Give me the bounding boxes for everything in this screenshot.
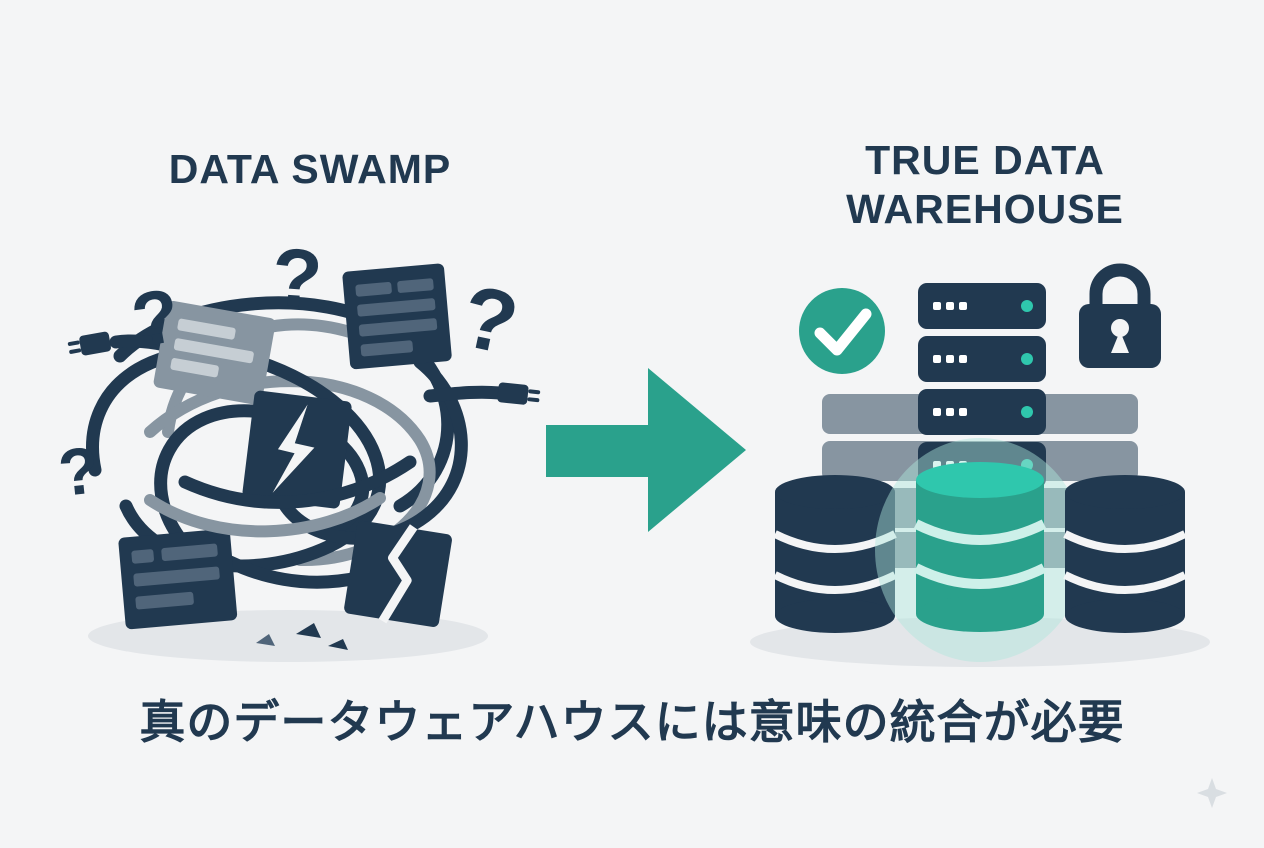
server-slot [946,355,954,363]
db-top [916,462,1044,498]
db-top [775,475,895,509]
db-band-separator [773,571,897,594]
doc-line [135,591,194,610]
db-top [1065,475,1185,509]
doc-body [342,263,452,370]
server-status-led [1021,300,1033,312]
server-chassis [918,283,1046,329]
server-slot [959,302,967,310]
debris-piece [256,634,275,646]
server-stack-icon [918,283,1046,488]
document-gray-icon [153,300,276,405]
broken-document-center-icon [242,390,352,509]
debris-piece [328,639,348,650]
cable-plug-left-icon [67,331,112,356]
doc-cell [131,549,154,564]
doc-line [177,318,236,340]
doc-line [170,358,219,378]
checkmark-circle [799,288,885,374]
db-band-separator [913,519,1047,545]
db-body [916,480,1044,614]
data-warehouse-illustration [750,263,1210,667]
db-bottom [1065,599,1185,633]
padlock-keyhole-slot [1111,331,1129,353]
db-bottom [775,599,895,633]
question-mark-icon: ? [269,231,325,325]
db-body [775,492,895,616]
server-unit [918,283,1046,329]
plug-prong [69,348,82,354]
database-left-icon [773,475,897,633]
right-title-line1: TRUE DATA [865,137,1105,183]
server-slot [959,355,967,363]
server-chassis [918,389,1046,435]
plug-prong [528,389,541,395]
plug-body [497,382,529,405]
db-band-separator [1063,530,1187,553]
server-slot [959,408,967,416]
debris-fragments [256,623,348,650]
crack-bolt [272,404,315,493]
doc-line [360,340,414,357]
db-band-separator [913,563,1047,589]
server-slot [946,302,954,310]
plug-prong [527,397,540,403]
database-right-icon [1063,475,1187,633]
server-slot [946,408,954,416]
question-mark-icon: ? [453,266,526,374]
db-body [1065,492,1185,616]
cable-path [178,455,417,509]
right-title: TRUE DATA WAREHOUSE [780,136,1190,234]
transformation-arrow-icon [546,368,746,532]
server-slot [933,355,941,363]
doc-cell [397,278,434,293]
doc-cell [355,282,392,297]
padlock-keyhole [1111,319,1129,337]
server-status-led [1021,353,1033,365]
doc-line [358,318,438,337]
cable-path [144,492,386,538]
doc-line [173,338,254,364]
crack-line [378,524,418,624]
server-status-led [1021,406,1033,418]
cable-path [423,385,507,403]
table-document-bottom-icon [118,528,238,630]
caption-text: 真のデータウェアハウスには意味の統合が必要 [139,696,1125,748]
doc-cell [161,543,218,561]
checkmark-badge-icon [799,288,885,374]
server-unit [918,336,1046,382]
db-band-separator [773,530,897,553]
db-bottom [916,596,1044,632]
doc-line [133,566,220,587]
database-middle-icon [875,438,1085,662]
debris-piece [296,623,321,638]
plug-prong [67,340,80,346]
right-title-line2: WAREHOUSE [846,186,1124,232]
server-slot [933,302,941,310]
server-slot [933,408,941,416]
left-title: DATA SWAMP [168,146,452,192]
checkmark-tick [814,308,872,356]
plug-body [79,331,112,356]
padlock-shackle [1089,263,1151,308]
cable-plug-right-icon [497,382,541,405]
server-chassis [918,336,1046,382]
server-unit [918,389,1046,435]
broken-document-right-icon [344,520,452,627]
question-mark-icon: ? [55,432,103,510]
padlock-icon [1079,263,1161,368]
table-document-top-icon [342,263,452,370]
doc-line [357,298,436,317]
sparkle-icon [1197,778,1227,808]
db-band-separator [1063,571,1187,594]
data-swamp-illustration: ? ? ? ? [55,231,541,662]
